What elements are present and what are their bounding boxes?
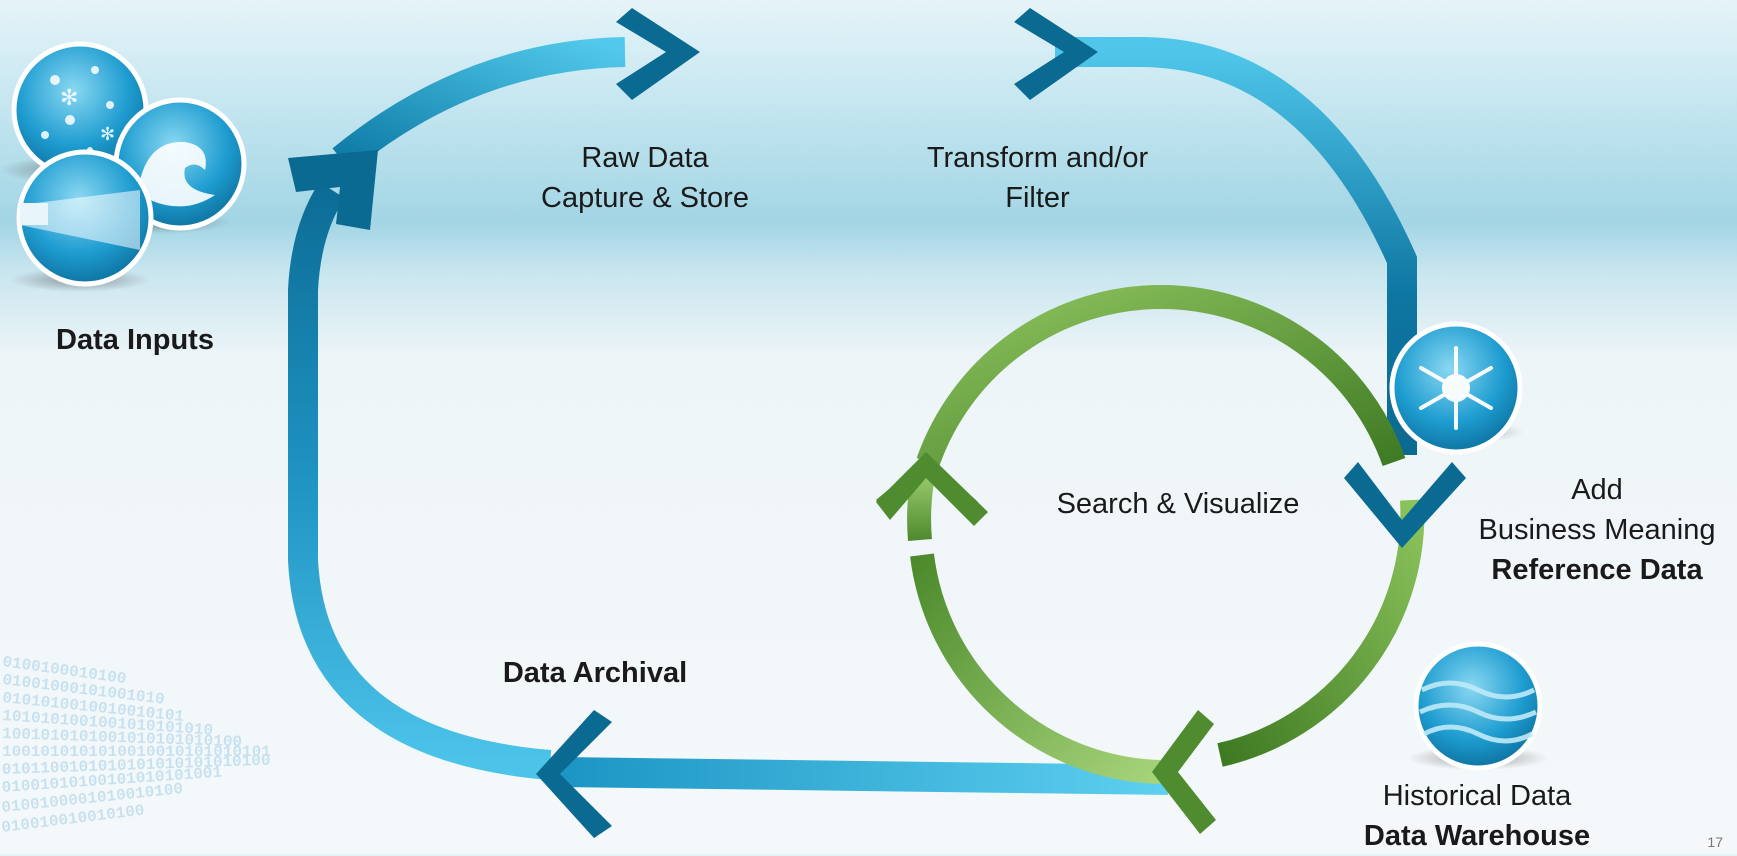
chevron-up-right-icon bbox=[288, 150, 378, 230]
chevron-right-icon bbox=[1014, 8, 1098, 100]
beam-shape bbox=[20, 190, 140, 250]
raindrop-marks: ✻ ✻ bbox=[41, 66, 115, 153]
chevron-down-icon bbox=[1344, 462, 1466, 548]
chevron-left-icon bbox=[536, 710, 612, 838]
page-number: 17 bbox=[1707, 834, 1723, 850]
data-inputs-text: Data Inputs bbox=[56, 324, 214, 356]
snowflake-shape bbox=[1419, 346, 1493, 430]
water-globe bbox=[1413, 641, 1543, 771]
blue-outer-loop bbox=[288, 37, 1417, 795]
loop-segment-left bbox=[288, 181, 552, 780]
green-arc-bottom bbox=[910, 553, 1161, 784]
loop-segment-top-left bbox=[332, 37, 626, 172]
search-visualize-text: Search & Visualize bbox=[1056, 488, 1300, 520]
chevron-left-icon bbox=[1152, 710, 1216, 834]
data-inputs-label: Data Inputs bbox=[40, 320, 230, 360]
chevron-up-icon bbox=[876, 452, 988, 526]
transform-line2: Filter bbox=[1005, 182, 1070, 214]
raw-data-line1: Raw Data bbox=[581, 142, 709, 174]
green-inner-loop bbox=[907, 285, 1425, 784]
svg-text:✻: ✻ bbox=[100, 124, 115, 144]
data-archival-text: Data Archival bbox=[502, 657, 688, 689]
transform-label: Transform and/or Filter bbox=[900, 138, 1175, 218]
transform-line1: Transform and/or bbox=[926, 142, 1149, 174]
data-warehouse-label: Historical Data Data Warehouse bbox=[1352, 776, 1602, 856]
raw-data-label: Raw Data Capture & Store bbox=[520, 138, 770, 218]
arrow-heads bbox=[288, 8, 1466, 838]
green-arc-right bbox=[1217, 499, 1425, 767]
historical-data-text: Historical Data bbox=[1382, 780, 1572, 812]
water-waves-icon bbox=[1408, 641, 1548, 771]
chevron-right-icon bbox=[616, 8, 700, 100]
binary-line: 1001010101010010010101010101 bbox=[2, 743, 271, 761]
snowflake-icon bbox=[1388, 321, 1524, 455]
reference-data-label: Add Business Meaning Reference Data bbox=[1462, 470, 1732, 590]
add-text: Add bbox=[1571, 474, 1623, 506]
wave-shape bbox=[140, 141, 215, 207]
weather-inputs-icon: ✻ ✻ bbox=[0, 41, 247, 292]
loop-segment-bottom bbox=[559, 757, 1169, 795]
svg-text:✻: ✻ bbox=[60, 85, 78, 110]
data-warehouse-text: Data Warehouse bbox=[1363, 820, 1591, 852]
search-visualize-label: Search & Visualize bbox=[1038, 484, 1318, 524]
business-meaning-text: Business Meaning bbox=[1478, 514, 1716, 546]
sensor-device bbox=[20, 203, 48, 225]
raw-data-line2: Capture & Store bbox=[541, 182, 749, 214]
wave-lines bbox=[1418, 680, 1538, 744]
reference-data-text: Reference Data bbox=[1491, 554, 1703, 586]
loop-segment-top-right bbox=[1055, 37, 1417, 455]
binary-stream: 0100100010100 01001000101001010 01010100… bbox=[0, 653, 270, 837]
data-archival-label: Data Archival bbox=[480, 653, 710, 693]
green-arc-top bbox=[916, 285, 1406, 466]
